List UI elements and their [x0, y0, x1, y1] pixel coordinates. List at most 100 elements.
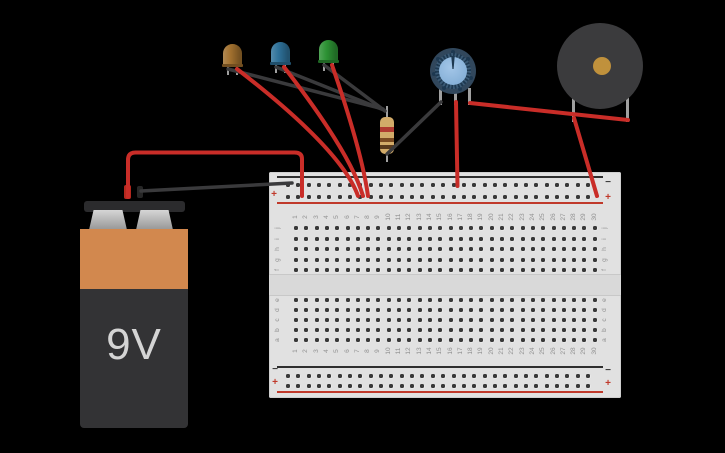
breadboard-hole[interactable]: [500, 226, 504, 230]
breadboard-hole[interactable]: [530, 328, 535, 332]
breadboard-hole[interactable]: [572, 328, 577, 332]
breadboard-rail-hole[interactable]: [389, 182, 394, 187]
breadboard-hole[interactable]: [541, 308, 546, 312]
breadboard-hole[interactable]: [314, 328, 319, 332]
breadboard-hole[interactable]: [551, 236, 556, 241]
breadboard-hole[interactable]: [520, 268, 525, 272]
breadboard-rail-hole[interactable]: [451, 374, 456, 378]
breadboard-hole[interactable]: [469, 328, 474, 332]
breadboard-hole[interactable]: [448, 226, 453, 230]
breadboard-hole[interactable]: [294, 226, 298, 230]
breadboard-hole[interactable]: [479, 247, 484, 251]
breadboard-hole[interactable]: [376, 328, 381, 332]
breadboard-hole[interactable]: [479, 308, 484, 312]
breadboard-hole[interactable]: [448, 247, 453, 251]
breadboard-hole[interactable]: [561, 236, 566, 241]
breadboard-hole[interactable]: [582, 298, 587, 302]
breadboard-hole[interactable]: [397, 308, 401, 312]
led-blue[interactable]: [270, 42, 291, 74]
breadboard-hole[interactable]: [572, 226, 577, 230]
breadboard-hole[interactable]: [324, 328, 329, 332]
breadboard-rail-hole[interactable]: [296, 194, 301, 199]
breadboard-hole[interactable]: [386, 247, 391, 251]
breadboard-hole[interactable]: [427, 328, 432, 332]
breadboard-hole[interactable]: [561, 247, 566, 251]
breadboard-hole[interactable]: [582, 268, 587, 272]
breadboard-hole[interactable]: [500, 318, 504, 322]
breadboard-rail-hole[interactable]: [420, 182, 425, 187]
breadboard-rail-hole[interactable]: [430, 374, 435, 378]
breadboard-hole[interactable]: [366, 298, 371, 302]
breadboard-hole[interactable]: [335, 298, 340, 302]
breadboard-hole[interactable]: [479, 226, 484, 230]
breadboard-hole[interactable]: [561, 318, 566, 322]
breadboard-hole[interactable]: [489, 328, 494, 332]
breadboard-hole[interactable]: [376, 298, 381, 302]
breadboard-hole[interactable]: [458, 268, 463, 272]
breadboard-hole[interactable]: [510, 318, 515, 322]
breadboard-hole[interactable]: [294, 328, 298, 332]
breadboard-rail-hole[interactable]: [492, 194, 497, 199]
breadboard-hole[interactable]: [530, 236, 535, 241]
breadboard-hole[interactable]: [530, 338, 535, 342]
breadboard-rail-hole[interactable]: [503, 374, 508, 378]
breadboard-rail-hole[interactable]: [503, 194, 508, 199]
breadboard-rail-hole[interactable]: [513, 182, 518, 187]
breadboard-rail-hole[interactable]: [296, 374, 301, 378]
breadboard-hole[interactable]: [427, 338, 432, 342]
breadboard-hole[interactable]: [520, 236, 525, 241]
breadboard-hole[interactable]: [448, 308, 453, 312]
breadboard-hole[interactable]: [335, 226, 340, 230]
breadboard-hole[interactable]: [324, 298, 329, 302]
breadboard-rail-hole[interactable]: [503, 384, 508, 388]
breadboard-hole[interactable]: [520, 226, 525, 230]
breadboard-hole[interactable]: [345, 338, 350, 342]
breadboard-hole[interactable]: [520, 338, 525, 342]
breadboard-rail-hole[interactable]: [534, 384, 539, 388]
breadboard-rail-hole[interactable]: [441, 194, 446, 199]
breadboard-rail-hole[interactable]: [461, 182, 466, 187]
breadboard-hole[interactable]: [294, 236, 298, 241]
breadboard-rail-hole[interactable]: [286, 182, 290, 187]
breadboard-rail-hole[interactable]: [482, 182, 487, 187]
breadboard-hole[interactable]: [397, 236, 401, 241]
breadboard-rail-hole[interactable]: [389, 374, 394, 378]
breadboard-hole[interactable]: [294, 257, 298, 262]
breadboard-hole[interactable]: [294, 318, 298, 322]
breadboard-hole[interactable]: [582, 328, 587, 332]
breadboard-hole[interactable]: [407, 308, 412, 312]
led-green[interactable]: [318, 40, 339, 72]
breadboard-hole[interactable]: [417, 226, 422, 230]
breadboard-hole[interactable]: [376, 226, 381, 230]
breadboard-hole[interactable]: [510, 236, 515, 241]
breadboard-hole[interactable]: [355, 247, 360, 251]
breadboard-hole[interactable]: [469, 226, 474, 230]
breadboard-hole[interactable]: [438, 328, 443, 332]
breadboard-hole[interactable]: [500, 236, 504, 241]
breadboard-hole[interactable]: [489, 247, 494, 251]
resistor[interactable]: [380, 106, 394, 168]
breadboard-hole[interactable]: [438, 298, 443, 302]
breadboard-hole[interactable]: [582, 318, 587, 322]
breadboard-rail-hole[interactable]: [586, 384, 590, 388]
breadboard-hole[interactable]: [345, 257, 350, 262]
breadboard-hole[interactable]: [489, 226, 494, 230]
breadboard-hole[interactable]: [407, 328, 412, 332]
breadboard-hole[interactable]: [304, 328, 309, 332]
breadboard-rail-hole[interactable]: [358, 182, 363, 187]
breadboard-rail-hole[interactable]: [544, 374, 549, 378]
breadboard-rail-hole[interactable]: [575, 374, 580, 378]
breadboard-hole[interactable]: [530, 318, 535, 322]
breadboard-hole[interactable]: [469, 298, 474, 302]
breadboard-rail-hole[interactable]: [368, 182, 373, 187]
breadboard-rail-hole[interactable]: [554, 194, 559, 199]
breadboard-rail-hole[interactable]: [337, 194, 342, 199]
breadboard-hole[interactable]: [479, 268, 484, 272]
breadboard-hole[interactable]: [561, 257, 566, 262]
breadboard-hole[interactable]: [592, 247, 597, 251]
breadboard-hole[interactable]: [510, 338, 515, 342]
breadboard-rail-hole[interactable]: [586, 194, 590, 199]
breadboard-rail-hole[interactable]: [306, 194, 311, 199]
breadboard-hole[interactable]: [541, 268, 546, 272]
